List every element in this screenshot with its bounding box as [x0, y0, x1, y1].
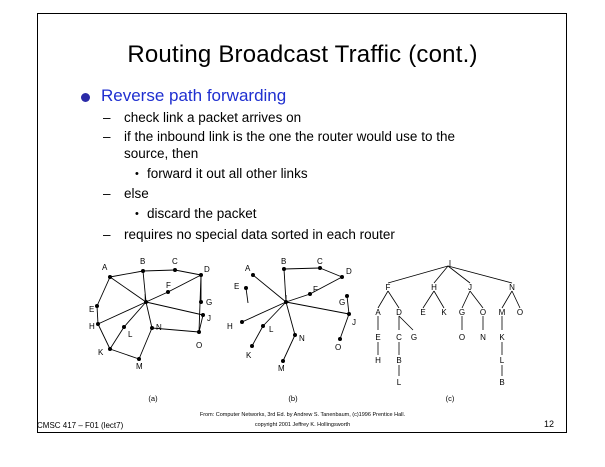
node-label: I	[285, 294, 287, 303]
tree-node-label: D	[396, 308, 402, 317]
sub-item: if the inbound link is the one the route…	[124, 129, 455, 144]
node-label: E	[234, 282, 239, 291]
node-label: H	[89, 322, 95, 331]
node-label: E	[89, 305, 94, 314]
node-label: C	[172, 257, 178, 266]
dash-marker: –	[103, 186, 111, 201]
sub-sub-item: discard the packet	[147, 206, 257, 221]
caption-b: (b)	[288, 394, 298, 403]
bullet-icon	[81, 93, 90, 102]
node-label: G	[206, 298, 212, 307]
node-label: O	[335, 343, 341, 352]
node-label: N	[299, 334, 305, 343]
graph-c-tree	[377, 265, 521, 376]
node-label: A	[102, 263, 108, 272]
tree-node-label: A	[375, 308, 381, 317]
tree-node-label: L	[397, 378, 402, 387]
sub-item: else	[124, 186, 149, 201]
course-label: CMSC 417 – F01 (lect7)	[37, 421, 124, 430]
tree-node-label: H	[431, 283, 437, 292]
node-label: L	[269, 325, 274, 334]
tree-node-label: K	[499, 333, 505, 342]
caption-c: (c)	[446, 394, 455, 403]
figure-captions: (a) (b) (c)	[148, 394, 454, 403]
tree-node-label: O	[517, 308, 523, 317]
copyright-line: copyright 2001 Jeffrey K. Hollingsworth	[254, 422, 351, 428]
node-label: K	[246, 351, 252, 360]
graph-a-labels: A B C D E F G H I J K L M N O	[89, 257, 212, 371]
source-credit: From: Computer Networks, 3rd Ed. by Andr…	[199, 412, 406, 418]
node-label: B	[140, 257, 145, 266]
tree-node-label: N	[509, 283, 515, 292]
tree-node-label: I	[449, 259, 451, 268]
graph-b-nodes	[240, 266, 351, 363]
node-label: M	[136, 362, 143, 371]
graph-c-labels: I F H J N A D E K G O M O E C G O N K H …	[375, 259, 523, 387]
node-label: H	[227, 322, 233, 331]
tree-node-label: K	[441, 308, 447, 317]
node-label: M	[278, 364, 285, 373]
dash-marker: –	[103, 110, 111, 125]
tree-node-label: O	[480, 308, 486, 317]
graph-a	[96, 269, 204, 360]
sub-item-continuation: source, then	[124, 146, 199, 161]
node-label: D	[346, 267, 352, 276]
node-label: J	[207, 314, 211, 323]
sub-item: check link a packet arrives on	[124, 110, 302, 125]
tree-node-label: H	[375, 356, 381, 365]
sub-item: requires no special data sorted in each …	[124, 227, 395, 242]
graph-a-nodes	[95, 268, 205, 361]
tree-node-label: B	[499, 378, 504, 387]
node-label: N	[156, 323, 162, 332]
caption-a: (a)	[148, 394, 158, 403]
tree-node-label: E	[420, 308, 425, 317]
tree-node-label: C	[396, 333, 402, 342]
tree-node-label: L	[500, 356, 505, 365]
node-label: G	[339, 298, 345, 307]
tree-node-label: G	[459, 308, 465, 317]
graph-b	[241, 267, 350, 362]
tree-node-label: F	[386, 283, 391, 292]
node-label: K	[98, 348, 104, 357]
sub-bullet-marker: •	[135, 168, 139, 180]
tree-node-label: J	[468, 283, 472, 292]
node-label: C	[317, 257, 323, 266]
node-label: F	[166, 281, 171, 290]
tree-node-label: N	[480, 333, 486, 342]
bullet-heading: Reverse path forwarding	[101, 86, 287, 105]
dash-marker: –	[103, 129, 111, 144]
slide-frame	[37, 13, 567, 433]
node-label: A	[245, 264, 251, 273]
tree-node-label: M	[499, 308, 506, 317]
tree-node-label: B	[396, 356, 401, 365]
node-label: F	[313, 285, 318, 294]
slide-title: Routing Broadcast Traffic (cont.)	[127, 41, 478, 68]
node-label: L	[128, 330, 133, 339]
tree-node-label: O	[459, 333, 465, 342]
tree-node-label: G	[411, 333, 417, 342]
graph-b-labels: A B C D E F G H I J K L M N O	[227, 257, 356, 373]
dash-marker: –	[103, 227, 111, 242]
node-label: I	[144, 293, 146, 302]
tree-node-label: E	[375, 333, 380, 342]
node-label: O	[196, 341, 202, 350]
page-number: 12	[544, 419, 555, 429]
sub-sub-item: forward it out all other links	[147, 166, 308, 181]
sub-bullet-marker: •	[135, 208, 139, 220]
node-label: D	[204, 265, 210, 274]
node-label: B	[281, 257, 286, 266]
node-label: J	[352, 318, 356, 327]
